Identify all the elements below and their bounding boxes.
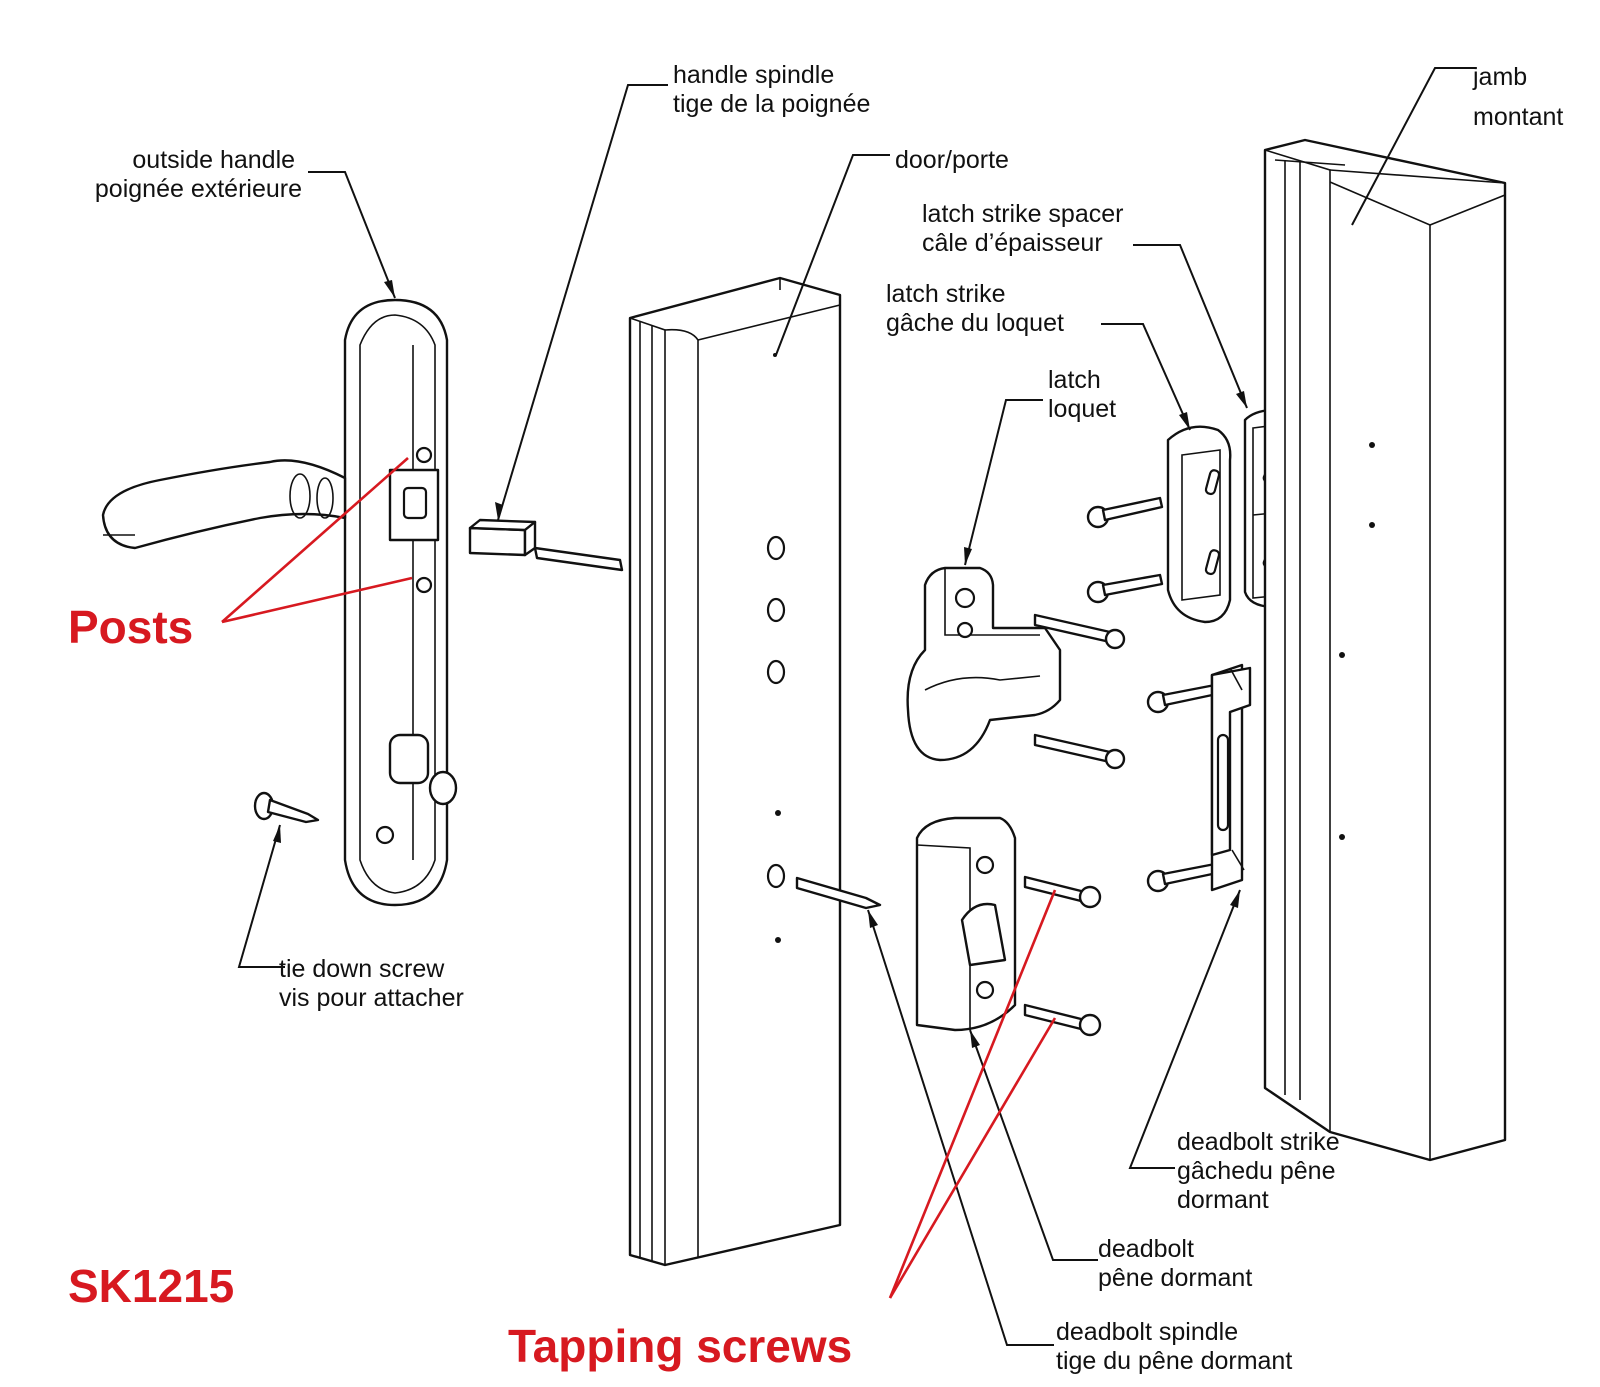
strike-screws: [1086, 496, 1219, 893]
outside-handle-label: outside handle poignée extérieure: [95, 146, 302, 203]
outside-handle-part: [101, 298, 458, 907]
latch-screws: [1033, 613, 1126, 770]
deadbolt-strike-part: [1210, 663, 1252, 892]
handle-spindle-label: handle spindle tige de la poignée: [673, 61, 870, 118]
tie-down-screw-part: [253, 791, 320, 824]
deadbolt-strike-label: deadbolt strike gâchedu pêne dormant: [1177, 1128, 1347, 1214]
deadbolt-screws: [1023, 875, 1102, 1037]
deadbolt-label: deadbolt pêne dormant: [1098, 1235, 1252, 1292]
red-callout-lines: [221, 457, 1057, 1299]
sheet-code: SK1215: [68, 1260, 234, 1312]
tapping-screws-callout: Tapping screws: [508, 1320, 852, 1372]
latch-strike-part: [1166, 425, 1232, 624]
jamb-part: [1263, 138, 1507, 1162]
latch-label: latch loquet: [1048, 366, 1116, 423]
deadbolt-part: [915, 816, 1017, 1032]
latch-strike-label: latch strike gâche du loquet: [886, 280, 1064, 337]
posts-callout: Posts: [68, 601, 193, 653]
door-label: door/porte: [895, 146, 1009, 174]
deadbolt-spindle-part: [795, 876, 882, 910]
leader-lines: [237, 67, 1475, 1346]
deadbolt-spindle-label: deadbolt spindle tige du pêne dormant: [1056, 1318, 1292, 1375]
latch-part: [906, 566, 1062, 762]
handle-spindle-part: [468, 518, 624, 572]
latch-strike-spacer-label: latch strike spacer câle d’épaisseur: [922, 200, 1130, 257]
tie-down-screw-label: tie down screw vis pour attacher: [279, 955, 464, 1012]
door-part: [628, 276, 842, 1267]
jamb-label: jamb montant: [1472, 63, 1563, 131]
